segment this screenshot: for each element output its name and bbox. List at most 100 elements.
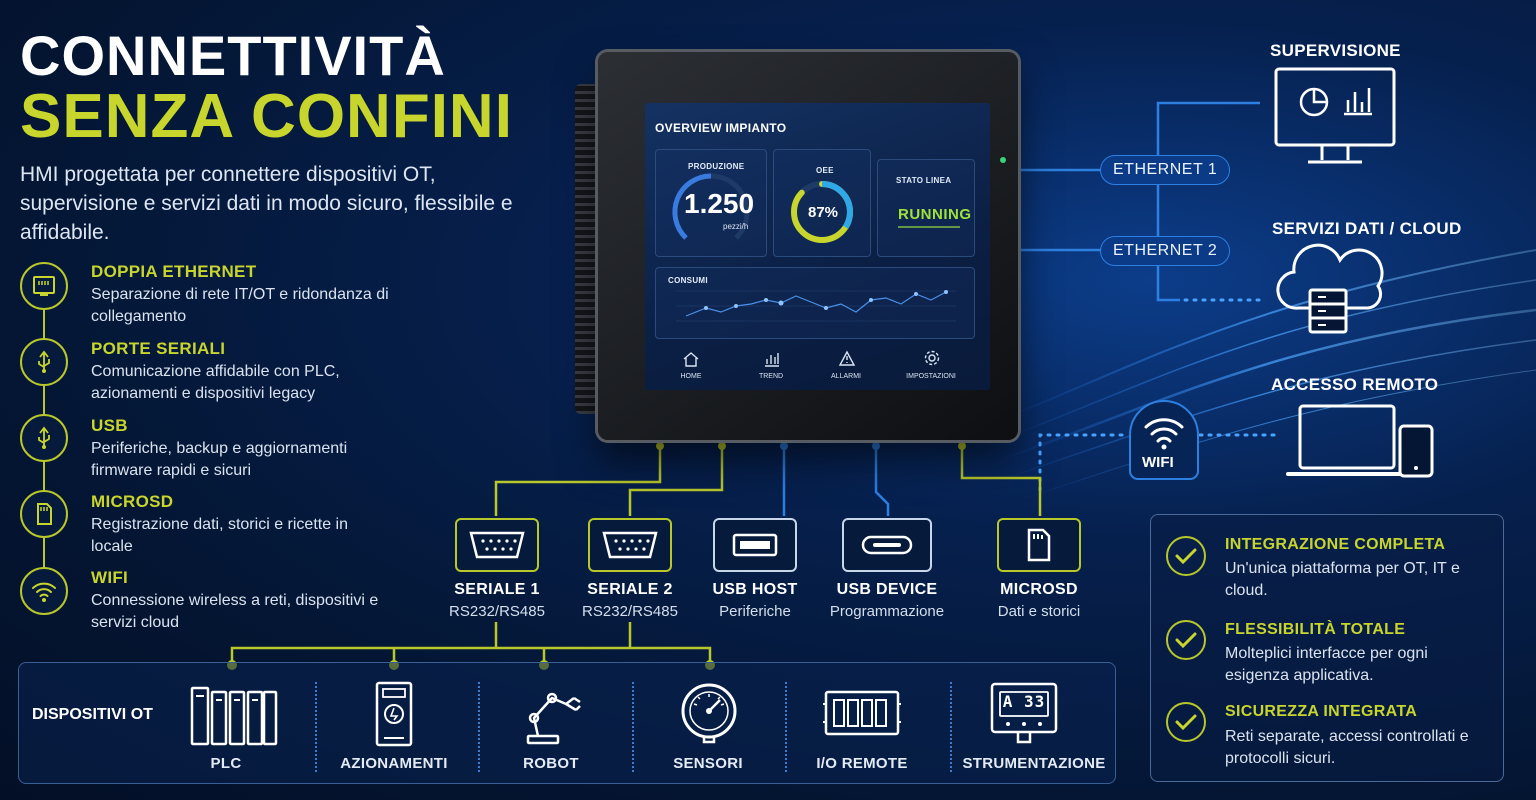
home-icon[interactable]: [682, 351, 700, 367]
feature-title: DOPPIA ETHERNET: [91, 262, 257, 281]
ot-separator: [478, 682, 480, 772]
laptop-phone-icon: [1286, 404, 1434, 478]
usb-icon: [20, 414, 68, 462]
alarm-icon[interactable]: [838, 350, 856, 366]
feature-title: WIFI: [91, 568, 129, 587]
feature-desc: Comunicazione affidabile con PLC, aziona…: [91, 363, 340, 402]
produzione-card[interactable]: PRODUZIONE 1.250 pezzi/h: [655, 149, 767, 257]
oee-card[interactable]: OEE 87%: [773, 149, 871, 257]
produzione-label: PRODUZIONE: [688, 162, 745, 171]
supervisione-title: SUPERVISIONE: [1270, 41, 1401, 60]
port-name: USB DEVICE: [836, 581, 938, 598]
benefit-title: INTEGRAZIONE COMPLETA: [1225, 536, 1446, 553]
feature-title: MICROSD: [91, 492, 174, 511]
ot-separator: [315, 682, 317, 772]
wifi-icon: [20, 567, 68, 615]
ot-title: DISPOSITIVI OT: [32, 706, 153, 723]
ot-label-plc: PLC: [210, 755, 242, 772]
cloud-title: SERVIZI DATI / CLOUD: [1272, 219, 1462, 238]
port-name: MICROSD: [1000, 581, 1078, 598]
benefit-title: SICUREZZA INTEGRATA: [1225, 703, 1418, 720]
usb-host-port: [713, 518, 797, 572]
feature-desc: Connessione wireless a reti, dispositivi…: [91, 592, 379, 631]
produzione-unit: pezzi/h: [723, 222, 749, 231]
settings-icon[interactable]: [923, 350, 941, 366]
stato-value: RUNNING: [898, 206, 972, 223]
feature-desc: Registrazione dati, storici e ricette in…: [91, 516, 348, 555]
port-sub: RS232/RS485: [449, 603, 545, 620]
nav-home[interactable]: HOME: [680, 373, 702, 380]
port-sub: Dati e storici: [997, 603, 1081, 620]
cloud-icon: [1276, 243, 1384, 334]
intro-text: HMI progettata per connettere dispositiv…: [20, 163, 513, 244]
oee-value: 87%: [808, 204, 839, 221]
benefit-desc: Molteplici interfacce per ogni esigenza …: [1225, 645, 1428, 684]
stato-card[interactable]: STATO LINEA RUNNING: [877, 159, 975, 257]
gauge-sensor-icon: [681, 683, 737, 744]
ot-label-io-remote: I/O REMOTE: [816, 755, 908, 772]
feature-desc: Separazione di rete IT/OT e ridondanza d…: [91, 286, 389, 325]
port-sub: Programmazione: [829, 603, 945, 620]
consumi-card[interactable]: CONSUMI: [655, 267, 975, 339]
nav-trend[interactable]: TREND: [758, 373, 784, 380]
trend-icon[interactable]: [763, 351, 781, 367]
produzione-gauge: [672, 173, 750, 240]
benefit-desc: Un'unica piattaforma per OT, IT e cloud.: [1225, 560, 1460, 599]
nav-impostazioni[interactable]: IMPOSTAZIONI: [906, 373, 956, 380]
oee-ring: [791, 181, 853, 243]
check-icon: [1166, 620, 1206, 660]
ot-devices-panel: [18, 662, 1116, 784]
oee-label: OEE: [816, 166, 834, 175]
ot-label-strumentazione: STRUMENTAZIONE: [962, 755, 1106, 772]
screen-title: OVERVIEW IMPIANTO: [655, 121, 787, 135]
usb-icon: [20, 338, 68, 386]
microsd-icon: [20, 490, 68, 538]
usb-a-port-icon: [732, 533, 778, 557]
port-name: SERIALE 1: [454, 581, 540, 598]
robot-arm-icon: [526, 692, 581, 745]
ot-separator: [785, 682, 787, 772]
headline-line1: CONNETTIVITÀ: [20, 24, 446, 87]
usb-device-port: [842, 518, 932, 572]
wifi-badge-icon: [1129, 399, 1199, 480]
port-name: USB HOST: [712, 581, 798, 598]
nav-allarmi[interactable]: ALLARMI: [831, 373, 861, 380]
io-module-icon: [823, 690, 901, 736]
port-sub: Periferiche: [719, 603, 791, 620]
microsd-port: [997, 518, 1081, 572]
benefit-title: FLESSIBILITÀ TOTALE: [1225, 621, 1406, 638]
check-icon: [1166, 702, 1206, 742]
benefit-desc: Reti separate, accessi controllati e pro…: [1225, 728, 1469, 767]
ot-label-azionamenti: AZIONAMENTI: [340, 755, 448, 772]
produzione-value: 1.250: [684, 188, 755, 219]
seriale1-port: [455, 518, 539, 572]
ethernet2-pill: ETHERNET 2: [1100, 236, 1231, 266]
port-name: SERIALE 2: [587, 581, 673, 598]
usb-c-port-icon: [861, 535, 913, 555]
check-icon: [1166, 536, 1206, 576]
remote-title: ACCESSO REMOTO: [1271, 375, 1439, 394]
feature-title: PORTE SERIALI: [91, 339, 226, 358]
feature-title: USB: [91, 416, 128, 435]
feature-desc: Periferiche, backup e aggiornamenti firm…: [91, 440, 348, 479]
microsd-icon: [1027, 528, 1051, 562]
instrument-icon: A 33: [988, 680, 1060, 748]
serial-port-icon: [602, 531, 658, 559]
ethernet-port-icon: [20, 262, 68, 310]
stato-underline: [898, 226, 960, 228]
headline-line2: SENZA CONFINI: [20, 82, 513, 151]
ot-label-sensori: SENSORI: [673, 755, 743, 772]
ot-separator: [950, 682, 952, 772]
benefits-panel: [1150, 514, 1504, 782]
ethernet1-pill: ETHERNET 1: [1100, 155, 1231, 185]
monitor-icon: [1274, 67, 1396, 164]
consumi-label: CONSUMI: [668, 276, 708, 285]
drive-icon: [375, 681, 413, 747]
plc-icon: [190, 686, 278, 746]
port-sub: RS232/RS485: [582, 603, 678, 620]
instrument-display: A 33: [1002, 692, 1046, 711]
stato-label: STATO LINEA: [896, 176, 952, 185]
wifi-label: WIFI: [1142, 454, 1174, 471]
serial-port-icon: [469, 531, 525, 559]
consumi-trend: [676, 290, 956, 322]
